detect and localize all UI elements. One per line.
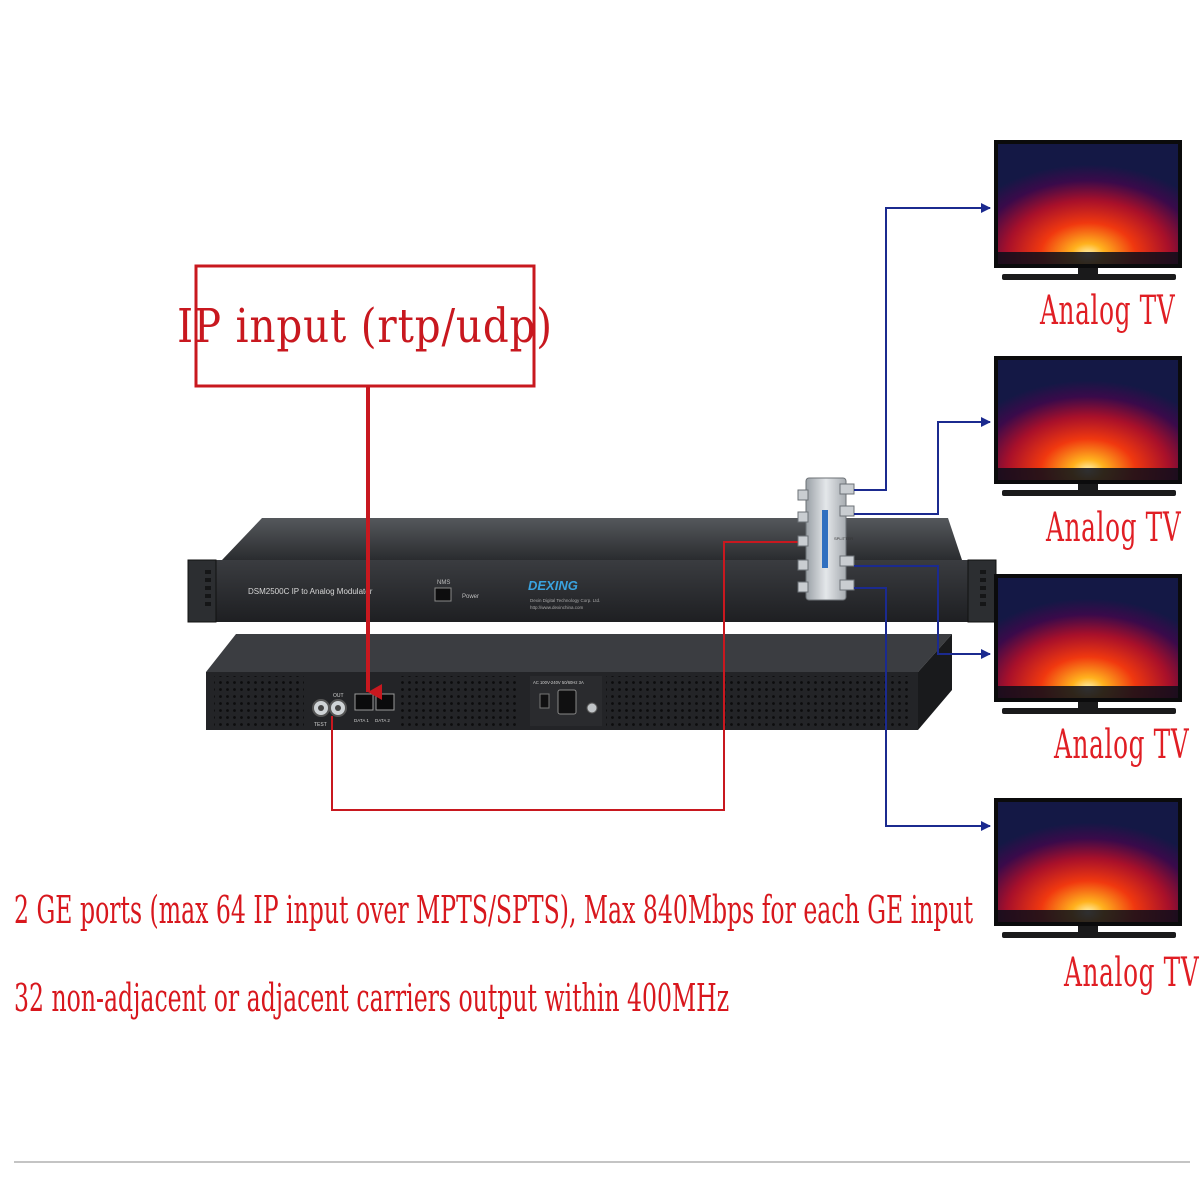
rf-out-label: OUT	[333, 693, 344, 699]
analog-tv-2	[994, 356, 1182, 496]
analog-tv-4	[994, 798, 1182, 938]
splitter-label: SPLITTER	[834, 536, 853, 541]
analog-tv-3	[994, 574, 1182, 714]
data-port-2	[375, 693, 395, 711]
link-to-tv-1	[854, 203, 991, 491]
link-to-tv-4	[854, 587, 991, 831]
modulator-rear-view: TEST OUT DATA 1 DATA 2 AC 100V-240V 50/6…	[206, 634, 952, 730]
ground-screw	[586, 702, 598, 714]
link-to-tv-2	[854, 417, 991, 515]
model-label: DSM2500C IP to Analog Modulator	[248, 587, 373, 596]
front-port-label: NMS	[437, 580, 450, 586]
ip-input-box	[194, 264, 536, 388]
data-port-1	[354, 693, 374, 711]
modulator-front-view: DSM2500C IP to Analog Modulator NMS Powe…	[187, 518, 997, 623]
analog-tv-1	[994, 140, 1182, 280]
rf-output-line	[331, 541, 806, 811]
rf-test-label: TEST	[314, 722, 327, 728]
power-switch	[539, 693, 550, 709]
company-text: Dexin Digital Technology Corp. Ltd.	[530, 598, 600, 603]
tv-label-1: Analog TV	[1040, 288, 1176, 334]
front-ethernet-port	[434, 587, 452, 602]
power-label: Power	[462, 594, 479, 600]
ac-label: AC 100V-240V 50/60Hz 3A	[533, 680, 584, 685]
splitter: SPLITTER	[797, 477, 855, 601]
data-port-2-label: DATA 2	[375, 718, 390, 723]
spec-line-carriers: 32 non-adjacent or adjacent carriers out…	[14, 976, 730, 1020]
link-to-tv-3	[854, 565, 991, 659]
power-socket	[557, 689, 577, 715]
tv-label-3: Analog TV	[1054, 722, 1190, 768]
ip-input-label: IP input (rtp/udp)	[177, 298, 553, 354]
tv-label-4: Analog TV	[1064, 950, 1200, 996]
website-text: http://www.dexinchina.com	[530, 605, 584, 610]
spec-line-ports: 2 GE ports (max 64 IP input over MPTS/SP…	[14, 888, 974, 932]
tv-label-2: Analog TV	[1046, 505, 1182, 551]
brand-logo: DEXING	[528, 578, 578, 593]
data-port-1-label: DATA 1	[354, 718, 369, 723]
